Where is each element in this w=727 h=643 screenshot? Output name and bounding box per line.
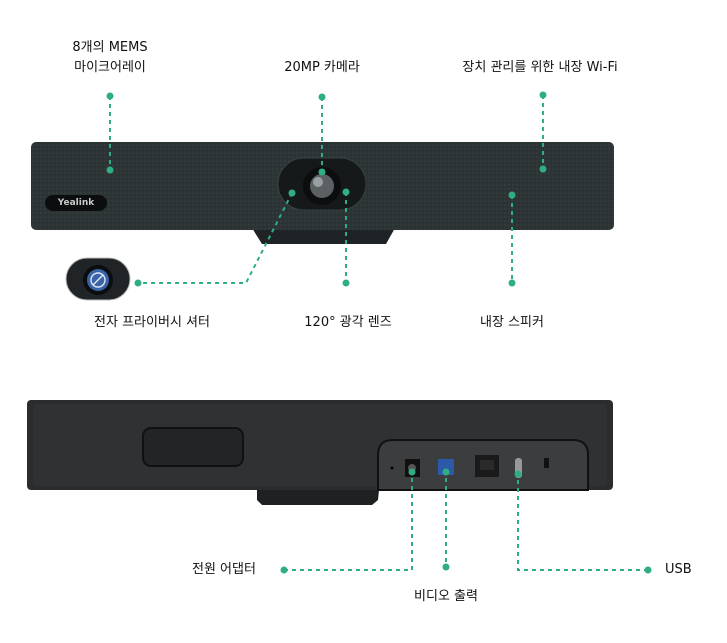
label-usb: USB (665, 562, 692, 577)
label-wifi: 장치 관리를 위한 내장 Wi-Fi (462, 60, 618, 75)
label-mic-array: 8개의 MEMS 마이크어레이 (72, 38, 147, 78)
label-mic-array-line1: 8개의 MEMS (72, 40, 148, 55)
callout-dots (106, 91, 652, 574)
handle-recess (142, 427, 244, 467)
label-lens: 120° 광각 렌즈 (304, 315, 392, 330)
front-stand (252, 228, 395, 244)
usb-b-port (438, 459, 454, 475)
label-video-out: 비디오 출력 (414, 589, 478, 604)
label-mic-array-line2: 마이크어레이 (74, 60, 146, 75)
label-speaker: 내장 스피커 (480, 315, 544, 330)
lock-slot (544, 458, 549, 468)
label-privacy-shutter: 전자 프라이버시 셔터 (94, 315, 210, 330)
brand-logo: Yealink (45, 195, 107, 211)
callout-lines (109, 95, 648, 571)
label-power: 전원 어댑터 (192, 562, 256, 577)
label-camera: 20MP 카메라 (284, 60, 360, 75)
